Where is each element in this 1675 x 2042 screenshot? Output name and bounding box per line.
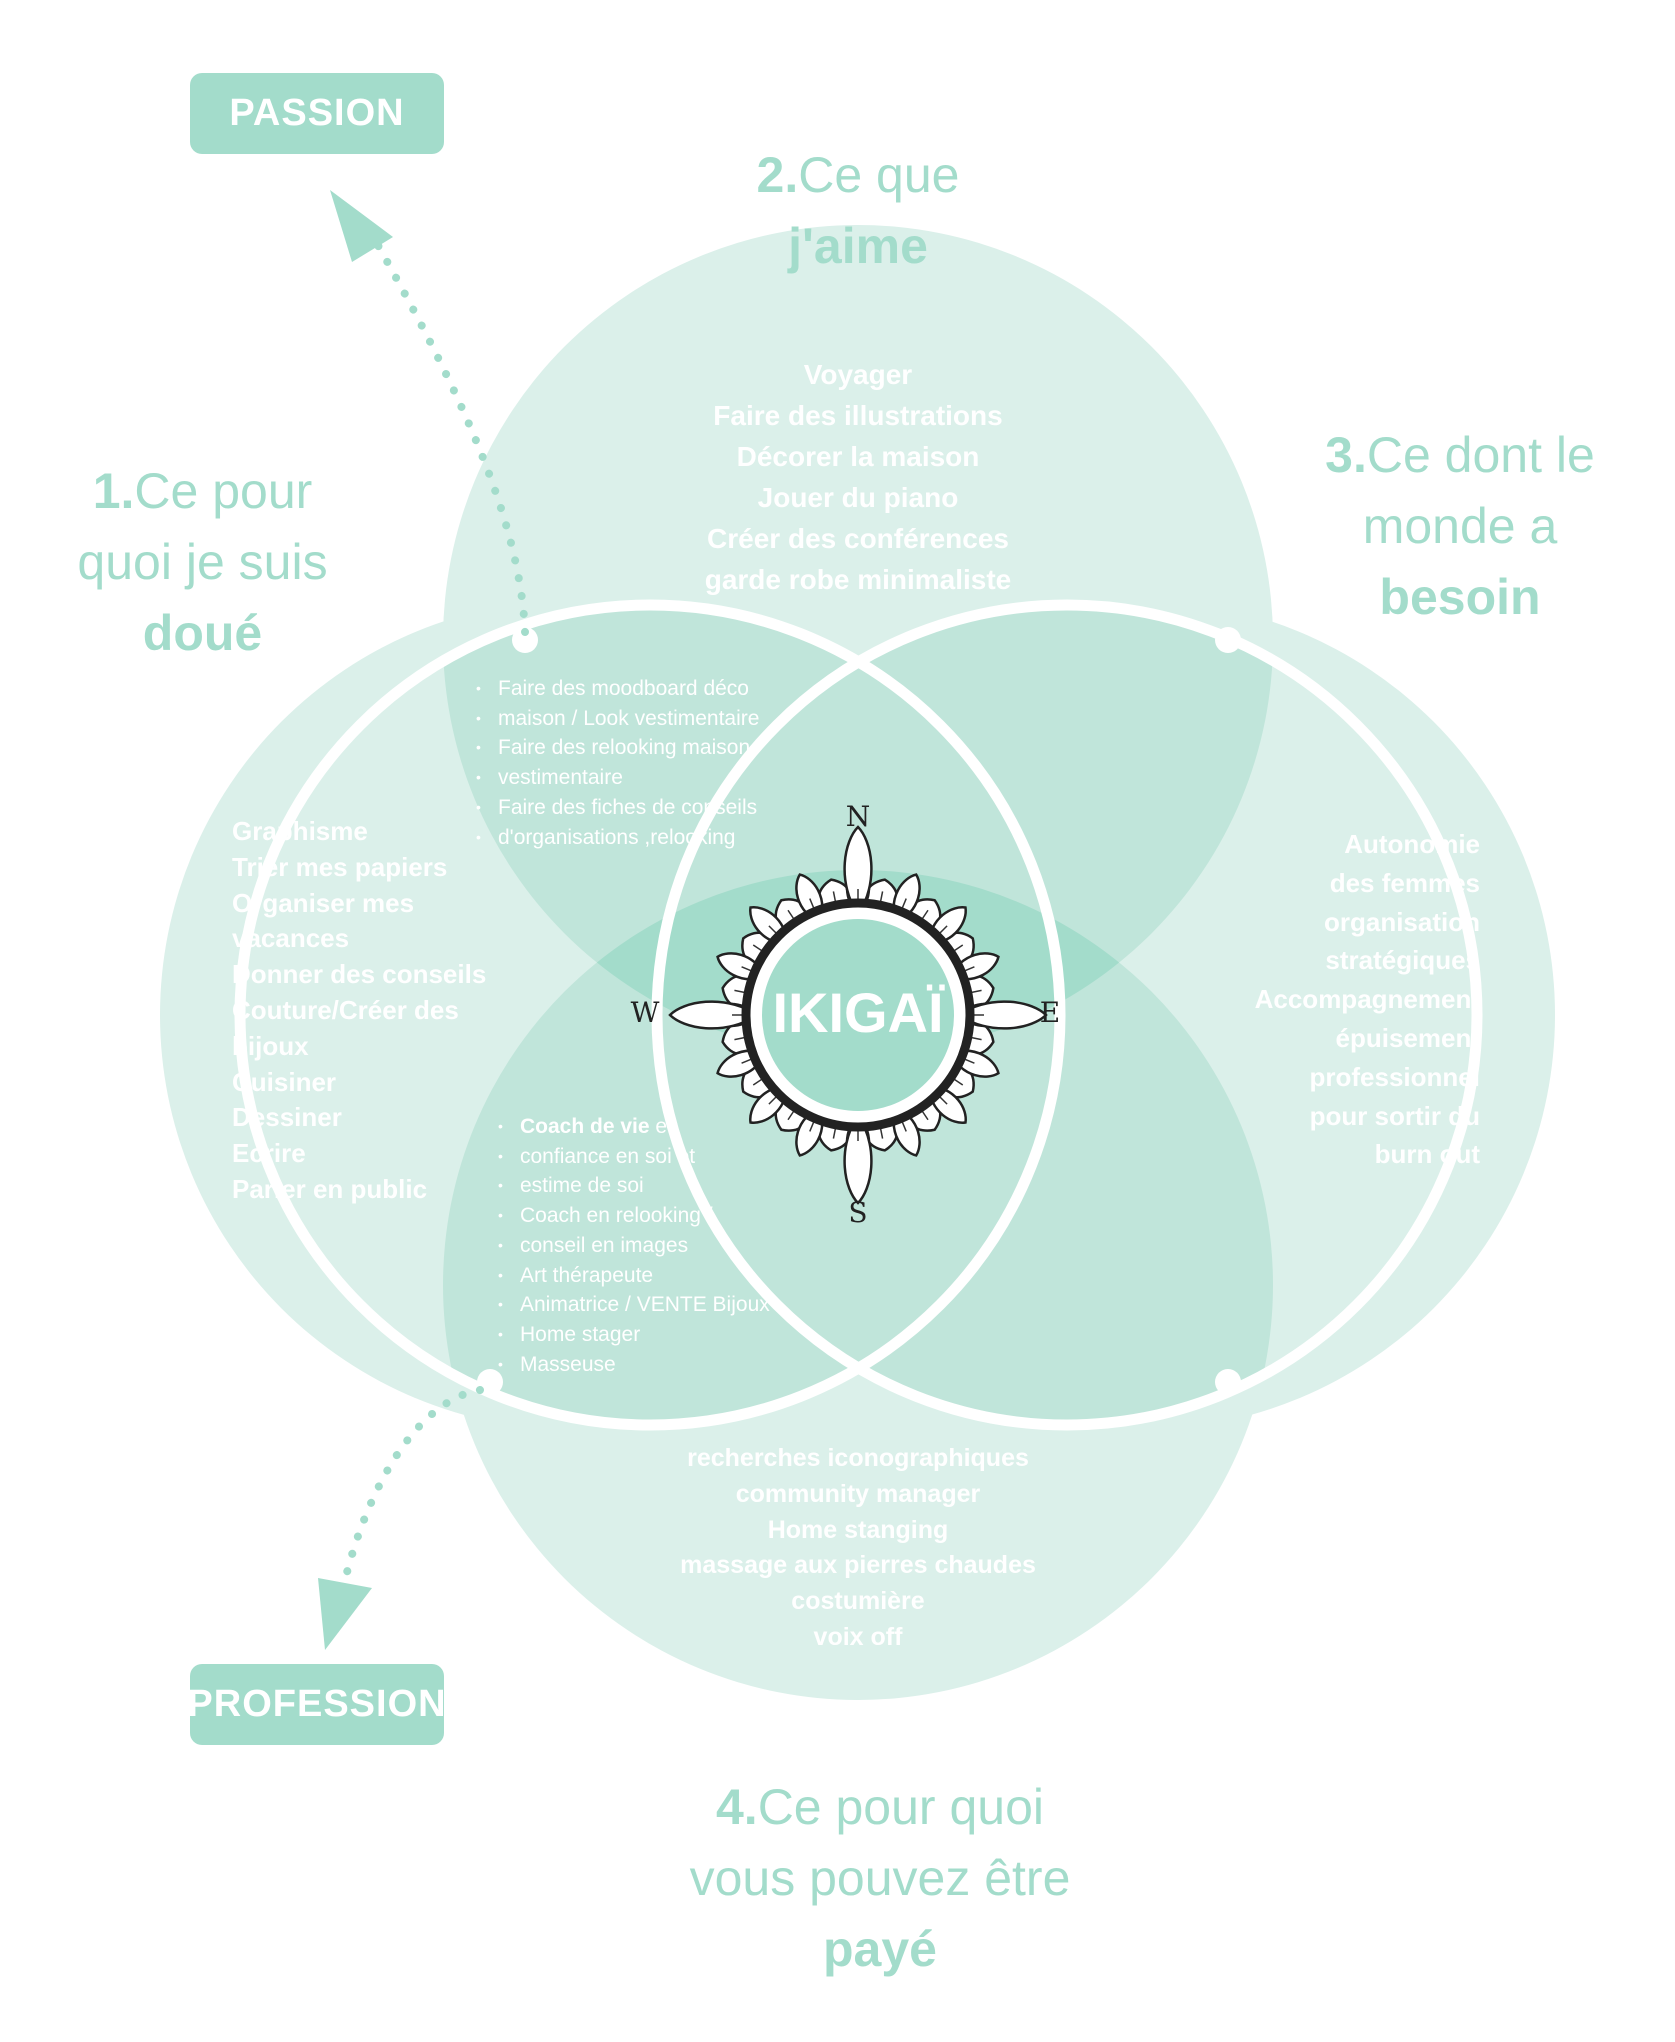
world-needs-item: épuisement [1335,1022,1481,1053]
mandala-petal [843,825,873,918]
good-at-item: bijoux [232,1030,309,1061]
good-at-item: Couture/Créer des [232,994,459,1025]
heading-good-strong: doué [142,605,263,661]
heading-need-number: 3. [1325,427,1367,483]
inner-rings [234,599,1483,1431]
good-at-item: Trier mes papiers [232,851,448,882]
good-at-item: Cuisiner [232,1066,337,1097]
mandala-petal [955,1000,1048,1030]
profession-item-bold: Coach de vie [520,1115,650,1138]
paid-for-item: voix off [813,1622,903,1651]
passion-item: Faire des fiches de conseils [476,793,759,823]
heading-good-number: 1. [92,463,135,519]
dotted-arrow-profession [318,1386,484,1650]
profession-item: Home stager [498,1320,770,1350]
profession-item-rest: en [649,1115,679,1138]
good-at-item: Parler en public [232,1173,428,1204]
paid-for-item: Home stanging [767,1515,949,1544]
good-at-item: Organiser mes [232,887,415,918]
good-at-item: Dessiner [232,1102,342,1133]
love-item: Faire des illustrations [713,400,1003,431]
ikigai-label: IKIGAÏ [772,981,944,1044]
heading-paid-number: 4. [715,1779,758,1835]
paid-for-item: recherches iconographiques [687,1444,1029,1472]
compass-w-label: W [630,996,660,1029]
heading-good-line2: quoi je suis [77,534,328,590]
paid-for-item: costumière [791,1587,925,1616]
paid-for-list: recherches iconographiques community man… [608,1441,1108,1656]
world-needs-list: Autonomie des femmes organisation straté… [1180,825,1480,1174]
world-needs-item: Accompagnement [1254,984,1480,1015]
love-item: garde robe minimaliste [704,564,1012,595]
compass-mandala-icon [668,825,1048,1205]
heading-love-strong: j'aime [788,218,928,274]
profession-item: Coach de vie en [498,1112,770,1142]
heading-need-line2: monde a [1362,498,1558,554]
heading-love-number: 2. [756,147,799,203]
paid-for-item: community manager [735,1479,981,1508]
heading-need-line1: Ce dont le [1366,427,1595,483]
heading-love-line1: Ce que [798,147,960,203]
compass-e-label: E [1039,996,1061,1029]
passion-tag: PASSION [190,73,444,154]
good-at-list: Graphisme Trier mes papiers Organiser me… [232,814,532,1208]
passion-overlap-list: Faire des moodboard déco maison / Look v… [476,674,759,852]
passion-item: Faire des moodboard déco [476,674,759,704]
compass-n-label: N [845,800,871,833]
heading-love: 2.Ce que j'aime [658,140,1058,282]
world-needs-item: organisation [1323,906,1480,937]
good-at-item: Graphisme [232,816,368,846]
profession-item: Animatrice / VENTE Bijoux [498,1290,770,1320]
profession-item: Coach en relooking / [498,1201,770,1231]
good-at-item: Donner des conseils [232,959,487,990]
world-needs-item: Autonomie [1344,829,1480,859]
profession-overlap-list: Coach de vie en confiance en soi et esti… [498,1112,770,1379]
love-list: Voyager Faire des illustrations Décorer … [658,354,1058,600]
heading-good-line1: Ce pour [134,463,313,519]
love-item: Voyager [803,359,913,390]
heading-paid-for: 4.Ce pour quoi vous pouvez être payé [630,1772,1130,1985]
mandala-petal [843,1112,873,1205]
profession-item: estime de soi [498,1171,770,1201]
passion-item: d'organisations ,relooking [476,823,759,853]
mandala-petal [668,1000,761,1030]
passion-item: Faire des relooking maison, [476,733,759,763]
love-item: Jouer du piano [757,482,959,513]
good-at-item: Ecrire [232,1138,306,1169]
heading-paid-line2: vous pouvez être [689,1850,1071,1906]
heading-good-at: 1.Ce pour quoi je suis doué [40,456,365,669]
world-needs-item: professionnel [1309,1061,1480,1092]
profession-item: conseil en images [498,1231,770,1261]
world-needs-item: burn out [1374,1139,1480,1170]
heading-paid-line1: Ce pour quoi [757,1779,1044,1835]
profession-item: confiance en soi et [498,1142,770,1172]
world-needs-item: pour sortir du [1309,1100,1480,1131]
love-item: Décorer la maison [736,441,980,472]
passion-item: vestimentaire [476,763,759,793]
love-item: Créer des conférences [707,523,1009,554]
profession-tag: PROFESSION [187,1664,446,1745]
heading-need-strong: besoin [1379,569,1541,625]
compass-s-label: S [848,1196,868,1229]
heading-paid-strong: payé [823,1921,937,1977]
world-needs-item: stratégiques [1325,945,1480,976]
profession-item: Art thérapeute [498,1261,770,1291]
dotted-arrow-passion [330,190,529,636]
paid-for-item: massage aux pierres chaudes [680,1551,1036,1580]
passion-item: maison / Look vestimentaire [476,704,759,734]
profession-item: Masseuse [498,1350,770,1380]
world-needs-item: des femmes [1329,867,1480,898]
heading-world-needs: 3.Ce dont le monde a besoin [1290,420,1630,633]
good-at-item: vacances [232,923,350,954]
